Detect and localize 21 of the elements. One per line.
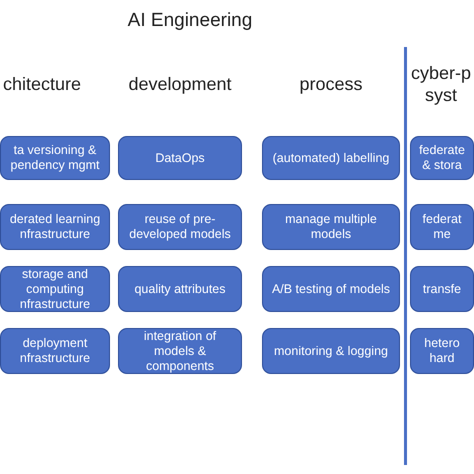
category-box: A/B testing of models <box>262 266 400 312</box>
column-heading: development <box>127 73 233 95</box>
category-box: reuse of pre-developed models <box>118 204 242 250</box>
diagram-title: AI Engineering <box>126 10 254 32</box>
category-box: hetero hard <box>410 328 474 374</box>
category-box: quality attributes <box>118 266 242 312</box>
column-heading: cyber-p syst <box>410 62 472 106</box>
category-box: deployment nfrastructure <box>0 328 110 374</box>
category-box: transfe <box>410 266 474 312</box>
category-box: federat me <box>410 204 474 250</box>
column-heading: chitecture <box>2 73 82 95</box>
category-box: (automated) labelling <box>262 136 400 180</box>
category-box: storage and computing nfrastructure <box>0 266 110 312</box>
category-box: derated learning nfrastructure <box>0 204 110 250</box>
category-box: integration of models & components <box>118 328 242 374</box>
category-box: monitoring & logging <box>262 328 400 374</box>
category-box: federate & stora <box>410 136 474 180</box>
category-box: ta versioning & pendency mgmt <box>0 136 110 180</box>
column-heading: process <box>298 73 364 95</box>
category-box: manage multiple models <box>262 204 400 250</box>
category-box: DataOps <box>118 136 242 180</box>
